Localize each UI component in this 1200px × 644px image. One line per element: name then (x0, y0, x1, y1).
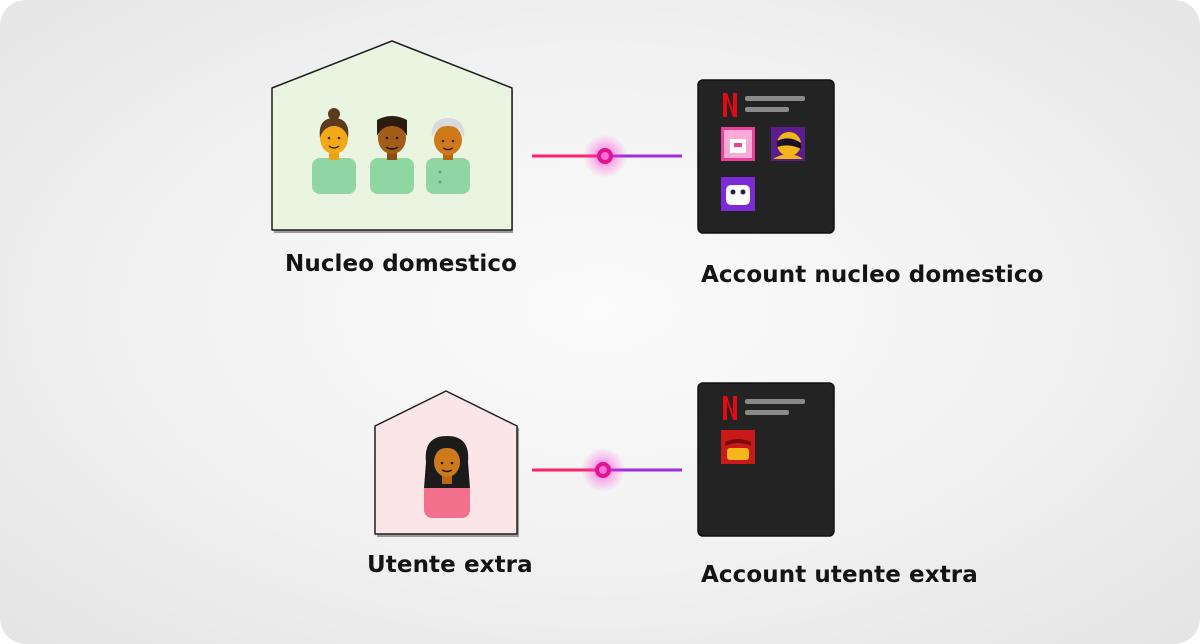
red-profile-icon (721, 430, 755, 464)
netflix-logo-icon (723, 93, 737, 117)
account-card-2 (697, 382, 835, 537)
pink-profile-icon (721, 127, 755, 161)
penguin-profile-icon (721, 177, 755, 211)
elderly-gray-hair-avatar (426, 118, 470, 194)
account-label-2: Account utente extra (701, 562, 978, 588)
connection-line-1 (532, 134, 682, 178)
account-card-1 (697, 79, 835, 234)
connection-line-2 (532, 448, 682, 492)
woman-bun-avatar (312, 108, 356, 194)
netflix-logo-icon (723, 396, 737, 420)
purple-profile-icon (771, 127, 805, 161)
household-label-2: Utente extra (367, 552, 533, 578)
woman-long-hair-avatar (424, 436, 470, 518)
account-label-1: Account nucleo domestico (701, 262, 1044, 288)
man-short-hair-avatar (370, 116, 414, 194)
household-label-1: Nucleo domestico (285, 251, 517, 277)
